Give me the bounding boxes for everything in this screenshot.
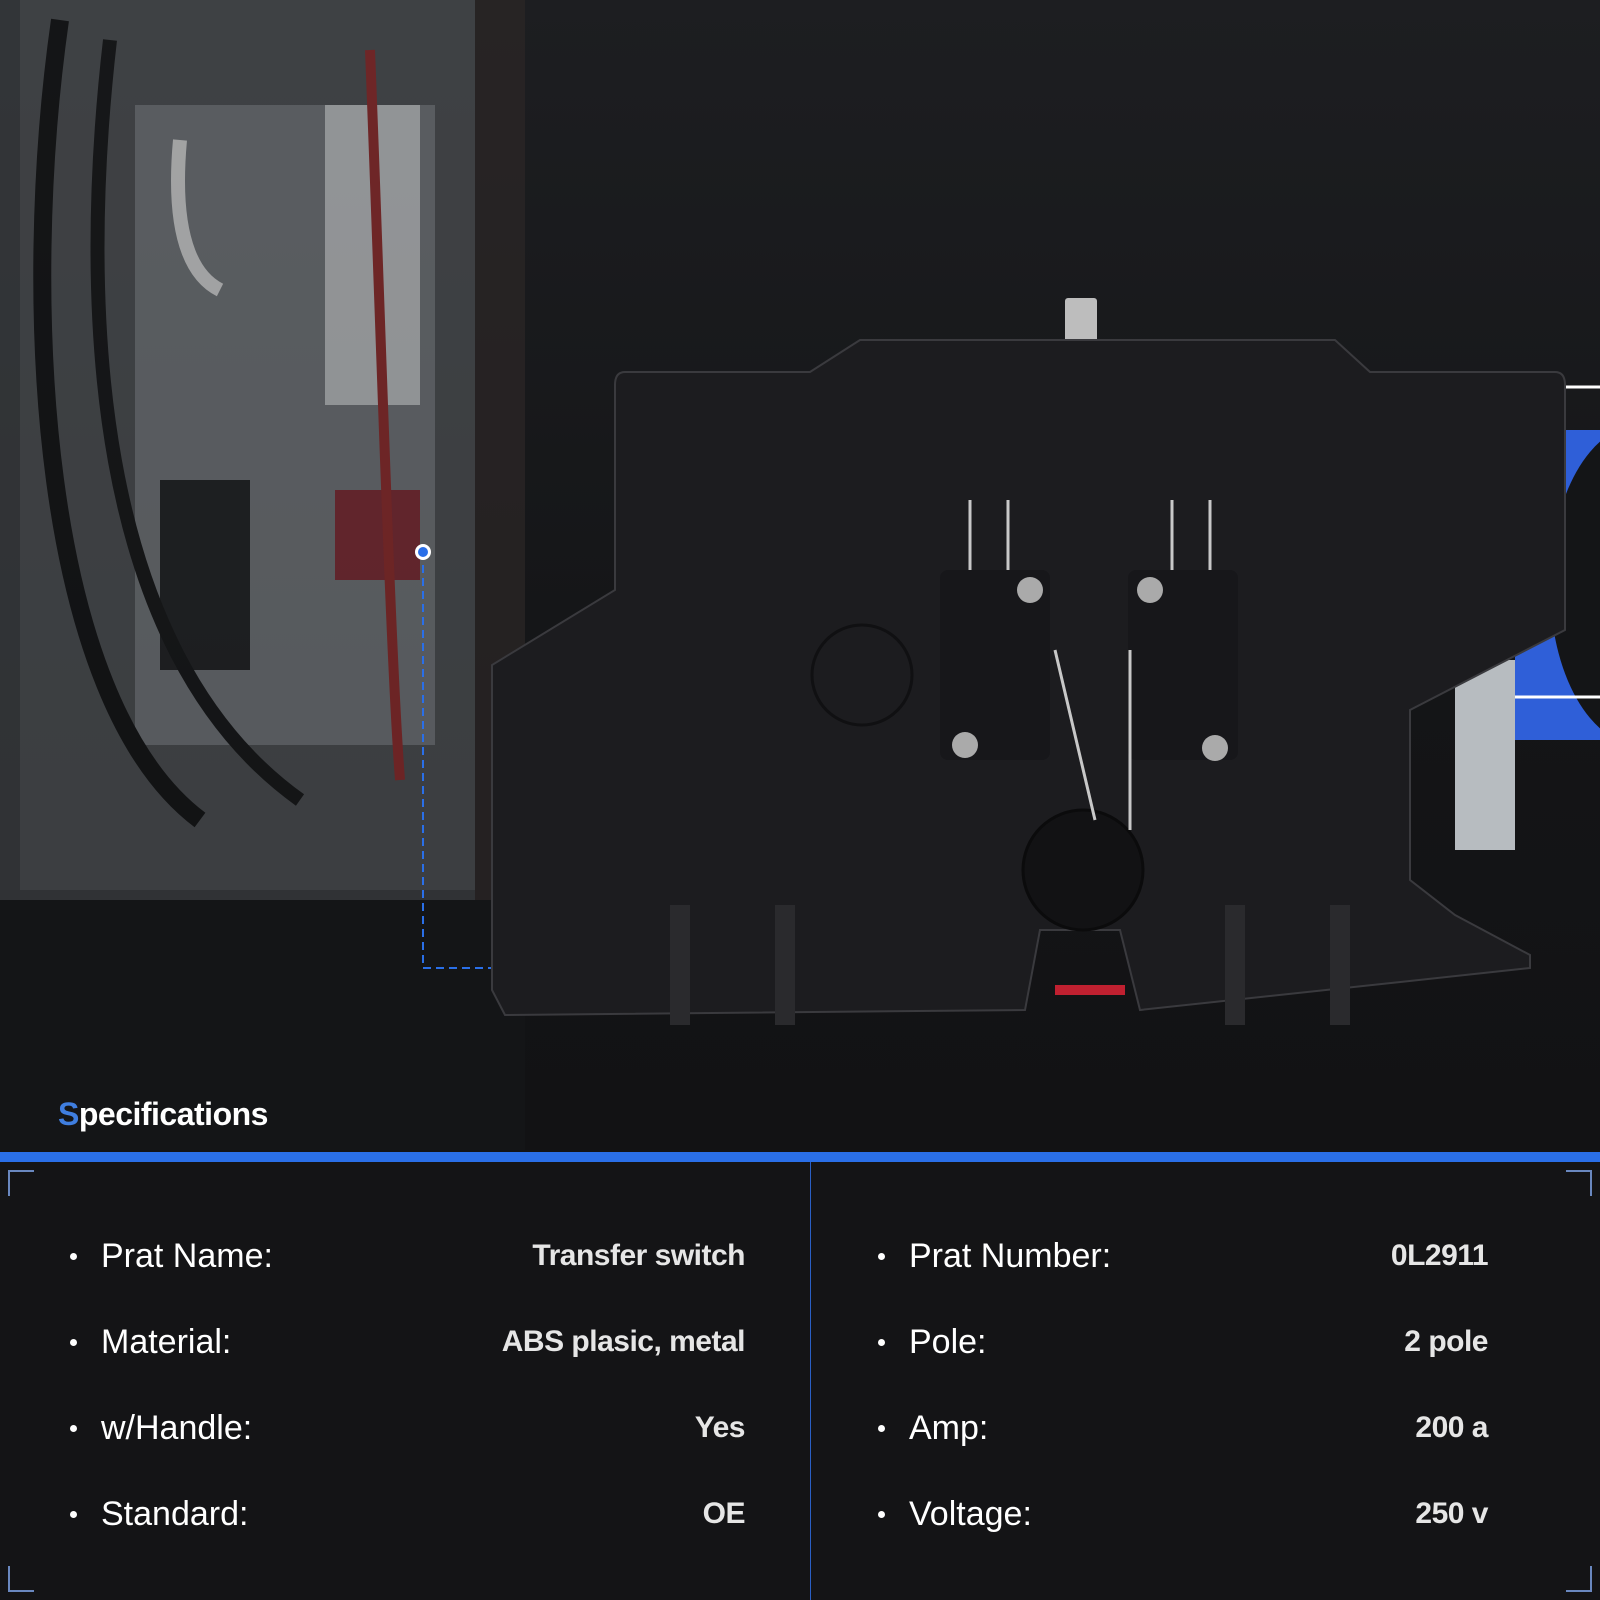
title-accent-letter: S	[58, 1096, 79, 1132]
spec-row: Pole: 2 pole	[878, 1322, 1488, 1362]
transfer-switch-body	[491, 298, 1566, 1025]
corner-bracket	[8, 1170, 34, 1196]
accent-divider	[0, 1152, 1600, 1162]
spec-value: 250 v	[1415, 1497, 1488, 1530]
title-rest: pecifications	[78, 1096, 269, 1132]
callout-pointer	[415, 544, 500, 969]
spec-row: Material: ABS plasic, metal	[70, 1322, 746, 1362]
spec-row: Voltage: 250 v	[878, 1494, 1488, 1534]
spec-label: Standard:	[101, 1494, 249, 1533]
corner-bracket	[1566, 1170, 1592, 1196]
spec-value: 2 pole	[1404, 1325, 1488, 1358]
specifications-table: Prat Name: Transfer switch Material: ABS p…	[0, 1162, 1600, 1600]
spec-row: w/Handle: Yes	[70, 1408, 746, 1448]
spec-label: Material:	[101, 1322, 232, 1361]
spec-label: Prat Name:	[101, 1236, 273, 1275]
product-illustration	[0, 0, 1600, 1025]
spec-label: Prat Number:	[909, 1236, 1112, 1275]
spec-value: ABS plasic, metal	[501, 1325, 746, 1358]
spec-label: w/Handle:	[101, 1408, 253, 1447]
spec-row: Standard: OE	[70, 1494, 746, 1534]
spec-row: Prat Number: 0L2911	[878, 1236, 1489, 1276]
spec-row: Prat Name: Transfer switch	[70, 1236, 745, 1276]
bullet-icon	[878, 1510, 885, 1518]
spec-value: Transfer switch	[532, 1239, 745, 1272]
spec-row: Amp: 200 a	[878, 1408, 1488, 1448]
spec-label: Amp:	[909, 1408, 989, 1447]
bullet-icon	[878, 1252, 885, 1260]
bullet-icon	[878, 1424, 885, 1432]
spec-value: OE	[702, 1497, 746, 1530]
bullet-icon	[70, 1510, 77, 1518]
product-hero-image	[0, 0, 1600, 1150]
bullet-icon	[878, 1338, 885, 1346]
column-divider	[810, 1162, 811, 1600]
bullet-icon	[70, 1252, 77, 1260]
spec-label: Pole:	[909, 1322, 987, 1361]
bullet-icon	[70, 1424, 77, 1432]
spec-value: Yes	[694, 1411, 746, 1444]
section-title: Specifications	[58, 1096, 268, 1133]
electrical-panel-photo	[0, 0, 525, 900]
corner-bracket	[1566, 1566, 1592, 1592]
spec-value: 200 a	[1415, 1411, 1488, 1444]
spec-value: 0L2911	[1390, 1239, 1489, 1272]
corner-bracket	[8, 1566, 34, 1592]
spec-label: Voltage:	[909, 1494, 1032, 1533]
bullet-icon	[70, 1338, 77, 1346]
